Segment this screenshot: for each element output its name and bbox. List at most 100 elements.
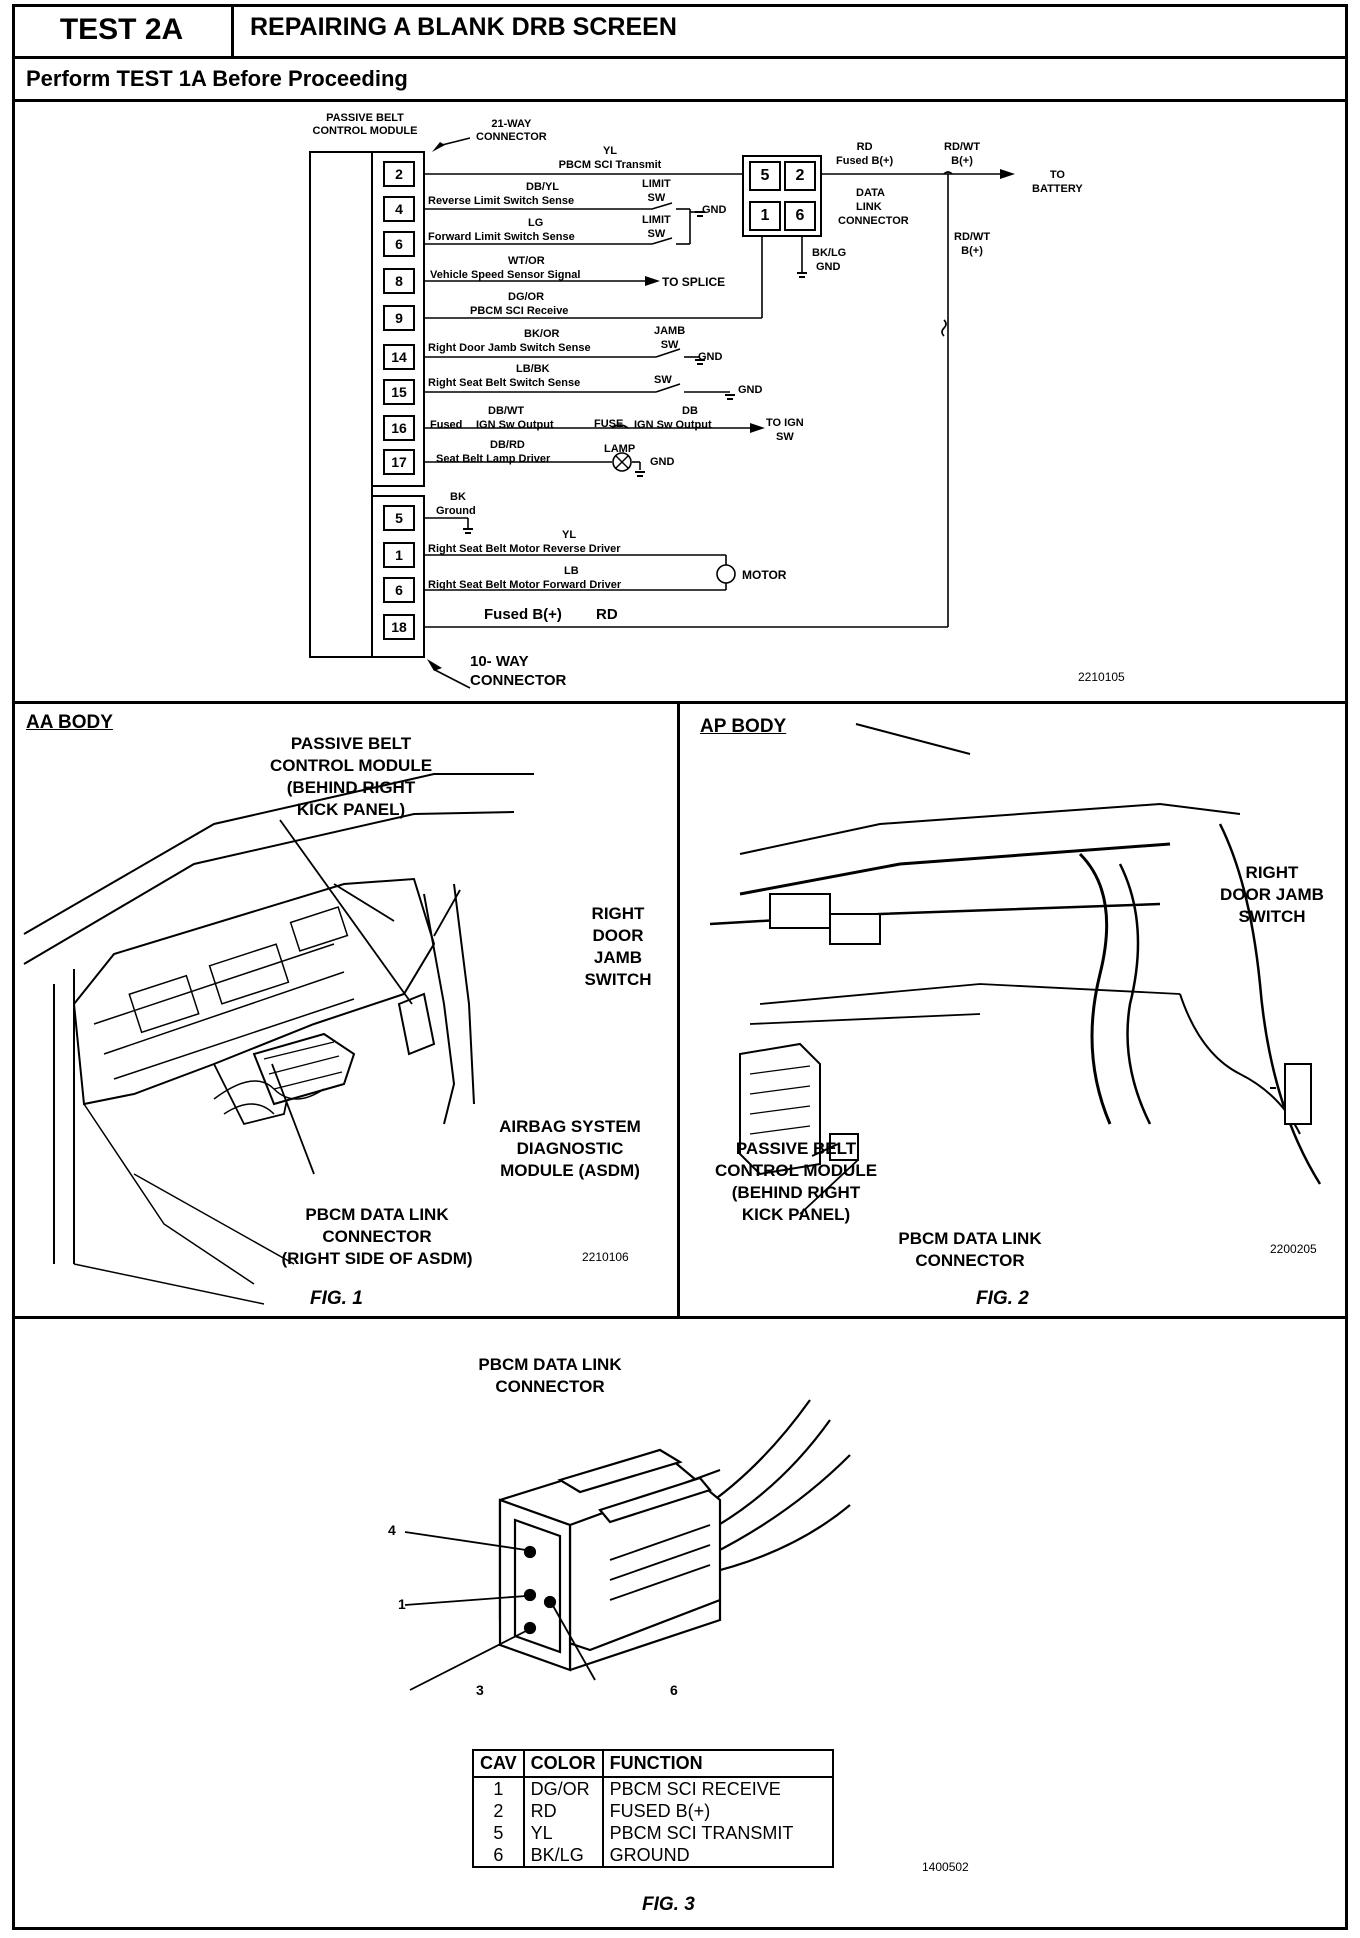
connector-10way-line1: 10- WAY: [470, 653, 529, 670]
motor-1-color: YL: [562, 529, 577, 541]
page-title: REPAIRING A BLANK DRB SCREEN: [250, 13, 677, 41]
pin-18-func: Fused B(+): [484, 606, 562, 623]
pin-21way-number: 8: [395, 273, 403, 289]
to-ign-sw-label: TO IGN SW: [766, 416, 804, 444]
divider-fig3: [12, 1316, 1348, 1319]
pin-10way-number: 18: [391, 619, 407, 635]
table-cell-function: FUSED B(+): [609, 1801, 711, 1821]
ground-5-label: BK Ground: [436, 490, 476, 518]
gnd-limit-sw: GND: [702, 204, 727, 216]
table-cell-color: DG/OR: [523, 1777, 604, 1800]
pin-21way-box: [383, 415, 415, 441]
wire-6-func: Forward Limit Switch Sense: [428, 231, 575, 243]
to-ign-line2: SW: [775, 431, 794, 443]
table-cell-function: GROUND: [609, 1845, 690, 1865]
pin-21way-number: 15: [391, 384, 407, 400]
gnd-lamp: GND: [650, 456, 675, 468]
connector-21way-frame: [371, 151, 425, 487]
wire-2-color: YL: [602, 145, 618, 157]
fig2-pbcm-line1: PASSIVE BELT: [735, 1139, 857, 1158]
divider-schematic: [12, 701, 1348, 704]
fig1-dlc-line3: (RIGHT SIDE OF ASDM): [281, 1249, 473, 1268]
fig2-jamb-line3: SWITCH: [1238, 907, 1306, 926]
table-cell-function: PBCM SCI RECEIVE: [609, 1779, 781, 1799]
fig1-jamb-line3: JAMB: [593, 948, 643, 967]
fig2-jamb-line1: RIGHT: [1245, 863, 1299, 882]
fig3-caption: FIG. 3: [642, 1894, 695, 1915]
jamb-sw-label: JAMB SW: [654, 324, 685, 352]
pin-10way-number: 6: [395, 582, 403, 598]
table-header-cav: CAV: [473, 1750, 525, 1778]
fig1-illustration: [23, 773, 534, 1305]
fig2-illustration: [709, 723, 1322, 1215]
fig1-dlc-label: PBCM DATA LINK CONNECTOR (RIGHT SIDE OF …: [262, 1204, 492, 1270]
page-header: TEST 2A REPAIRING A BLANK DRB SCREEN: [12, 4, 1348, 59]
module-label-line1: PASSIVE BELT: [326, 112, 404, 124]
table-cell-function: PBCM SCI TRANSMIT: [609, 1823, 794, 1843]
table-header-row: CAV COLOR FUNCTION: [473, 1750, 833, 1778]
fig3-title: PBCM DATA LINK CONNECTOR: [440, 1354, 660, 1398]
table-cell-color: YL: [523, 1822, 604, 1844]
rdwt-top-func: B(+): [951, 155, 973, 167]
dlc-label: DATA LINK CONNECTOR: [838, 186, 909, 228]
connector-10way-line2: CONNECTOR: [470, 672, 567, 689]
fig2-pbcm-line2: CONTROL MODULE: [714, 1161, 878, 1180]
module-label: PASSIVE BELT CONTROL MODULE: [310, 112, 420, 138]
page-subtitle: Perform TEST 1A Before Proceeding: [12, 59, 1348, 102]
wire-16-color2: DB: [682, 405, 698, 417]
fig3-title-line2: CONNECTOR: [495, 1377, 605, 1396]
fig1-pbcm-line4: KICK PANEL): [296, 800, 406, 819]
fig1-pbcm-label: PASSIVE BELT CONTROL MODULE (BEHIND RIGH…: [236, 733, 466, 821]
rdwt-top-color: RD/WT: [944, 141, 981, 153]
wire-8-label: WT/OR Vehicle Speed Sensor Signal: [430, 254, 580, 282]
dlc-gnd-text: GND: [816, 261, 841, 273]
pin-21way-box: [383, 161, 415, 187]
jamb-sw-line1: JAMB: [654, 325, 686, 337]
ground-5-color: BK: [450, 491, 466, 503]
wire-16-color: DB/WT: [488, 405, 525, 417]
wire-14-func: Right Door Jamb Switch Sense: [428, 342, 591, 354]
rd-color: RD: [856, 141, 873, 153]
pin-21way-box: [383, 231, 415, 257]
dlc-label-line2: LINK: [856, 201, 882, 213]
connector-10way-frame: [371, 495, 425, 658]
lamp-label: LAMP: [604, 443, 636, 455]
wire-16-func2: IGN Sw Output: [634, 419, 712, 431]
gnd-jamb: GND: [698, 351, 723, 363]
rd-wire-label: RD Fused B(+): [836, 140, 893, 168]
fig1-pbcm-line3: (BEHIND RIGHT: [286, 778, 416, 797]
table-cell-cav: 2: [473, 1800, 525, 1822]
pin-21way-box: [383, 305, 415, 331]
fig1-jamb-line2: DOOR: [592, 926, 644, 945]
dlc-pin-number: 5: [760, 167, 770, 184]
fig1-dlc-line1: PBCM DATA LINK: [305, 1205, 449, 1224]
page-frame: [12, 4, 1348, 1930]
dlc-pin-number: 2: [795, 167, 805, 184]
connector-21way-label: 21-WAY CONNECTOR: [476, 118, 547, 144]
pin-18-color: RD: [596, 606, 618, 623]
wire-6-label: LG Forward Limit Switch Sense: [428, 216, 575, 244]
pin-21way-box: [383, 268, 415, 294]
wire-6-color: LG: [528, 217, 544, 229]
fig2-heading: AP BODY: [700, 716, 787, 737]
wire-4-label: DB/YL Reverse Limit Switch Sense: [428, 180, 574, 208]
test-id: TEST 2A: [12, 4, 234, 56]
pin-21way-box: [383, 379, 415, 405]
wire-14-color: BK/OR: [524, 328, 560, 340]
wire-2-func: PBCM SCI Transmit: [558, 159, 662, 171]
fig1-asdm-line3: MODULE (ASDM): [500, 1161, 640, 1180]
fig1-jamb-line1: RIGHT: [591, 904, 645, 923]
wire-9-label: DG/OR PBCM SCI Receive: [470, 290, 568, 318]
wire-15-label: LB/BK Right Seat Belt Switch Sense: [428, 362, 580, 390]
wire-9-color: DG/OR: [508, 291, 545, 303]
dlc-gnd-label: BK/LG GND: [812, 246, 846, 274]
fig2-ref: 2200205: [1270, 1242, 1317, 1256]
fig2-pbcm-line4: KICK PANEL): [741, 1205, 851, 1224]
fig1-ref: 2210106: [582, 1250, 629, 1264]
fig3-connector-illustration: [404, 1399, 851, 1691]
wire-15-func: Right Seat Belt Switch Sense: [428, 377, 581, 389]
fig1-pbcm-line2: CONTROL MODULE: [269, 756, 433, 775]
